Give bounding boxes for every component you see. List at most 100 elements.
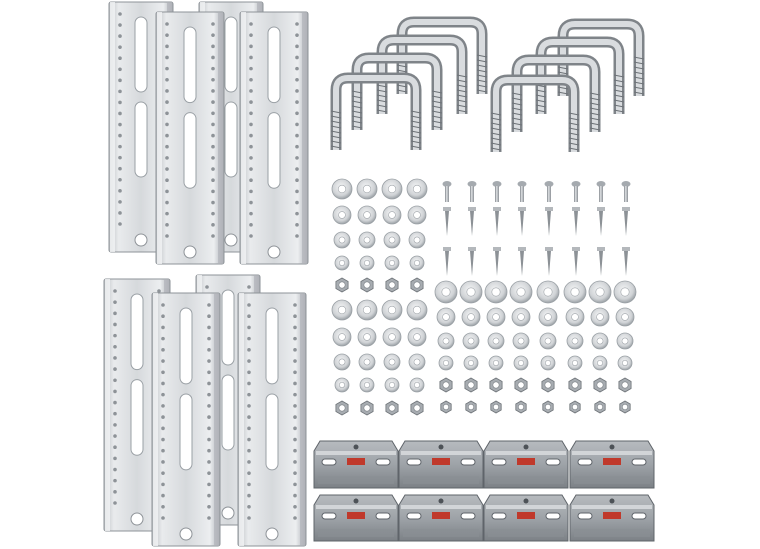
carriage-bolt [467, 181, 477, 202]
mounting-plate [398, 494, 484, 542]
bunk-bracket [155, 11, 225, 265]
lag-screw [468, 247, 476, 276]
washer [565, 307, 585, 327]
washer [356, 178, 378, 200]
washer [539, 332, 557, 350]
washer [487, 332, 505, 350]
washer [331, 178, 353, 200]
washer [566, 332, 584, 350]
washer [616, 332, 634, 350]
washer [438, 355, 454, 371]
washer [359, 255, 375, 271]
carriage-bolt [492, 181, 502, 202]
washer [408, 353, 426, 371]
washer [484, 280, 508, 304]
hex-nut [489, 377, 503, 393]
mounting-plates-group [313, 440, 655, 542]
hex-nut [542, 400, 554, 414]
washer [358, 353, 376, 371]
washers-nuts-group [331, 178, 637, 416]
hex-nut [593, 377, 607, 393]
washer [358, 231, 376, 249]
washer [382, 327, 402, 347]
washer [407, 205, 427, 225]
bunk-bracket [237, 292, 307, 547]
hex-nut [360, 277, 374, 293]
washer [437, 332, 455, 350]
carriage-bolt [517, 181, 527, 202]
washer [357, 327, 377, 347]
washer [331, 299, 353, 321]
washer [332, 327, 352, 347]
washer [333, 231, 351, 249]
washer [436, 307, 456, 327]
washer [383, 353, 401, 371]
lag-screw [572, 247, 580, 276]
hex-nut [594, 400, 606, 414]
hex-nut [568, 377, 582, 393]
hex-nut [410, 400, 424, 416]
hex-nut [410, 277, 424, 293]
washer [407, 327, 427, 347]
hex-nut [514, 377, 528, 393]
washer [381, 299, 403, 321]
hex-nut [335, 277, 349, 293]
washer [486, 307, 506, 327]
carriage-bolt [544, 181, 554, 202]
washer [334, 377, 350, 393]
carriage-bolt [621, 181, 631, 202]
washer [613, 280, 637, 304]
washer [509, 280, 533, 304]
lag-screw [545, 247, 553, 276]
mounting-plate [569, 494, 655, 542]
washer [563, 280, 587, 304]
lag-screw [597, 247, 605, 276]
hex-nut [440, 400, 452, 414]
washer [512, 332, 530, 350]
washer [511, 307, 531, 327]
hex-nut [335, 400, 349, 416]
washer [359, 377, 375, 393]
hex-nut [569, 400, 581, 414]
washer [615, 307, 635, 327]
hex-nut [439, 377, 453, 393]
washer [462, 332, 480, 350]
mounting-plate [398, 440, 484, 489]
washer [382, 205, 402, 225]
washer [538, 307, 558, 327]
u-bolt [511, 54, 601, 132]
u-bolt [490, 74, 580, 152]
mounting-plate [483, 440, 569, 489]
washer [488, 355, 504, 371]
washer [357, 205, 377, 225]
washer [334, 255, 350, 271]
mounting-plate [313, 494, 399, 542]
washer [592, 355, 608, 371]
lag-screw [443, 247, 451, 276]
hex-nut [465, 400, 477, 414]
hex-nut [360, 400, 374, 416]
bunk-bracket [151, 292, 221, 547]
washer [333, 353, 351, 371]
washer [408, 231, 426, 249]
washer [591, 332, 609, 350]
lag-screw [493, 247, 501, 276]
washer [513, 355, 529, 371]
washer [617, 355, 633, 371]
u-bolts-group [330, 16, 645, 152]
carriage-bolt [571, 181, 581, 202]
washer [459, 280, 483, 304]
washer [406, 299, 428, 321]
washer [356, 299, 378, 321]
washer [409, 255, 425, 271]
lag-screw [597, 207, 605, 236]
u-bolt [351, 52, 443, 130]
hex-nut [619, 400, 631, 414]
u-bolt [557, 18, 645, 96]
washer [381, 178, 403, 200]
hex-nut [515, 400, 527, 414]
carriage-bolt [442, 181, 452, 202]
washer [461, 307, 481, 327]
washer [383, 231, 401, 249]
